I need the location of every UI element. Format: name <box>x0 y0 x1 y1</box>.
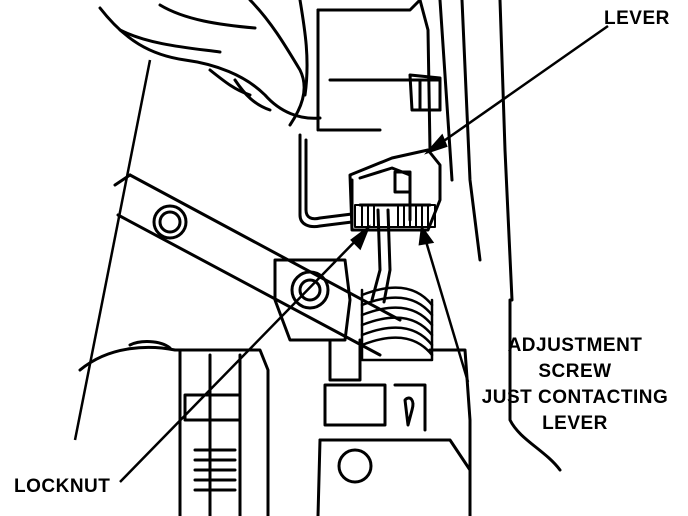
adjustment-screw-callout-line-1: ADJUSTMENT <box>507 335 643 356</box>
adjustment-screw <box>354 204 436 228</box>
adjustment-screw-callout: ADJUSTMENT SCREW JUST CONTACTING LEVER <box>470 333 680 437</box>
spring <box>360 286 434 362</box>
diagonal-bar <box>113 173 402 357</box>
locknut-arrowhead <box>350 224 371 251</box>
locknut-leader-line <box>119 227 369 483</box>
locknut-callout: LOCKNUT <box>14 476 111 497</box>
lever-arrowhead <box>424 133 448 155</box>
linkage-rod <box>298 133 354 229</box>
adjustment-screw-callout-line-2: SCREW <box>538 361 612 382</box>
adjustment-screw-arrowhead <box>418 224 435 246</box>
adjustment-screw-callout-line-3: JUST CONTACTING <box>481 387 669 408</box>
adjustment-screw-leader-line <box>420 227 470 383</box>
adjustment-screw-callout-line-4: LEVER <box>542 413 608 434</box>
throttle-bore <box>78 340 270 516</box>
lever-callout: LEVER <box>604 8 670 29</box>
leader-lines <box>73 24 609 483</box>
carburetor-body <box>273 258 562 516</box>
lever-leader-line <box>427 24 609 154</box>
hand-drawing <box>98 0 322 127</box>
housing-plate <box>316 0 514 302</box>
